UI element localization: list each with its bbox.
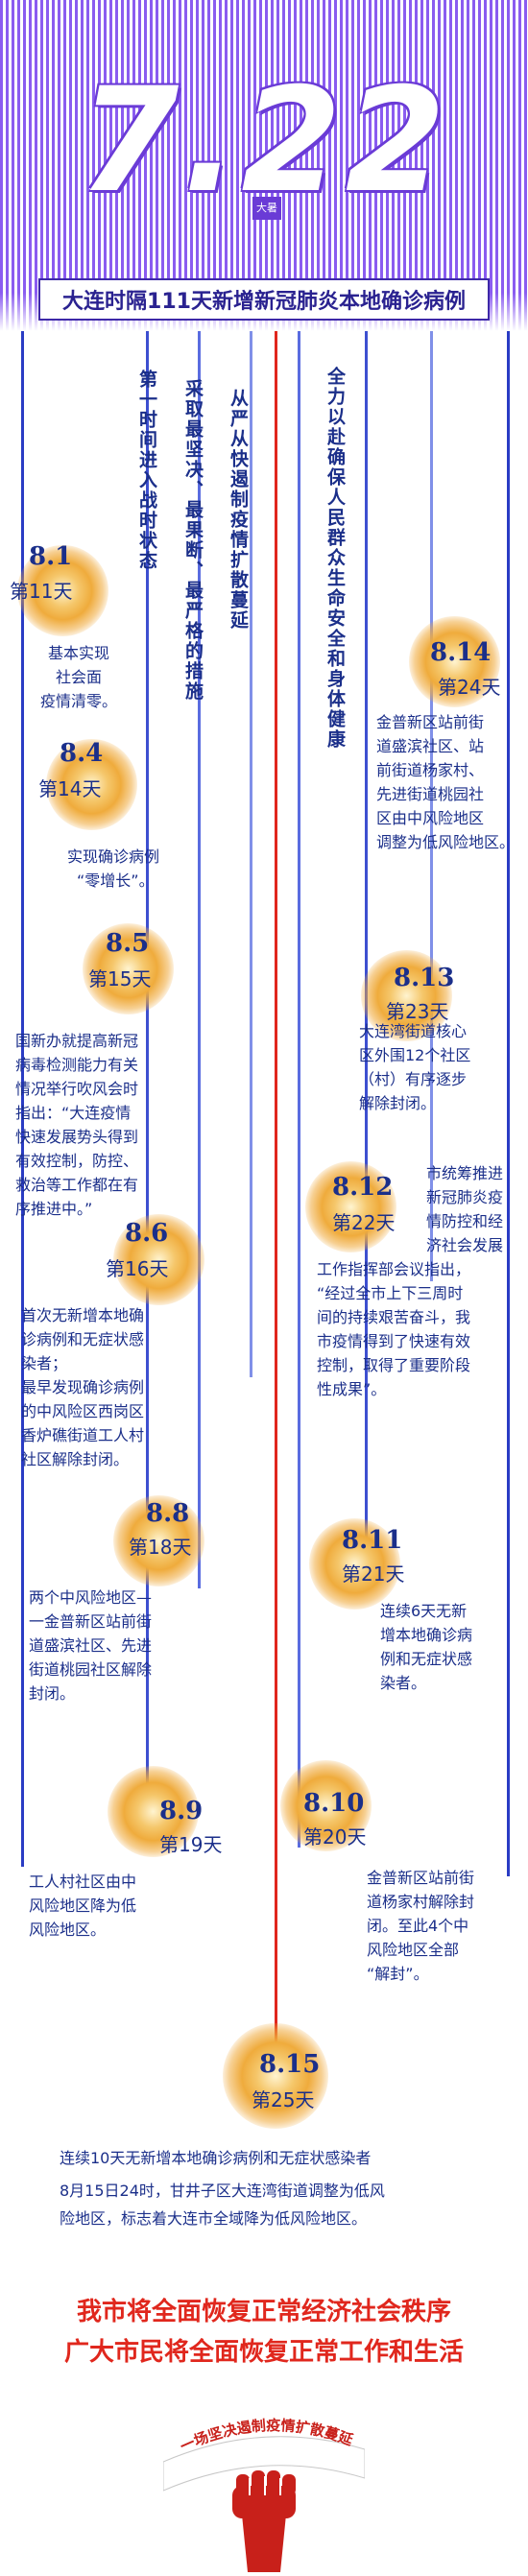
page-title: 大连时隔111天新增新冠肺炎本地确诊病例 bbox=[62, 290, 466, 314]
event-day: 第18天 bbox=[129, 1536, 192, 1559]
event-date: 8.9 bbox=[159, 1797, 204, 1825]
event-date: 8.12 bbox=[332, 1173, 394, 1202]
event-desc-8-8: 两个中风险地区— 一金普新区站前街 道盛滨社区、先进 街道桃园社区解除 封闭。 bbox=[29, 1588, 153, 1703]
raised-fist-illustration: 一场坚决遏制疫情扩散蔓延的阻击战 bbox=[163, 2371, 365, 2572]
timeline-line-4 bbox=[298, 331, 300, 1848]
event-date: 8.15 bbox=[259, 2050, 321, 2079]
event-day: 第11天 bbox=[10, 580, 73, 603]
event-day: 第14天 bbox=[38, 777, 102, 800]
event-day: 第22天 bbox=[332, 1211, 396, 1234]
event-node-8-11 bbox=[309, 1518, 400, 1610]
timeline-line-3 bbox=[250, 331, 252, 1377]
timeline-line-6 bbox=[430, 331, 433, 1281]
event-date: 8.13 bbox=[394, 964, 455, 992]
event-desc-8-10: 金普新区站前街 道杨家村解除封 闭。至此4个中 风险地区全部 “解封”。 bbox=[367, 1869, 475, 1983]
solar-term-badge: 大暑 bbox=[252, 197, 281, 220]
event-desc-8-9: 工人村社区由中 风险地区降为低 风险地区。 bbox=[29, 1872, 137, 1939]
timeline-line-5 bbox=[365, 331, 368, 1569]
event-date: 8.4 bbox=[60, 739, 104, 768]
event-node-8-6 bbox=[113, 1214, 204, 1305]
event-desc-8-6: 首次无新增本地确 诊病例和无症状感 染者； 最早发现确诊病例 的中风险区西岗区 … bbox=[21, 1306, 145, 1468]
event-date: 8.14 bbox=[430, 638, 492, 667]
slogan-line-2: 广大市民将全面恢复正常工作和生活 bbox=[63, 2338, 464, 2367]
event-node-8-9 bbox=[108, 1766, 199, 1857]
event-node-8-8 bbox=[113, 1495, 204, 1586]
column-heading-2: 采取最坚决、最果断、最严格的措施 bbox=[182, 379, 204, 702]
event-node-8-1 bbox=[17, 545, 108, 636]
event-node-8-5 bbox=[83, 923, 174, 1014]
title-bar: 大连时隔111天新增新冠肺炎本地确诊病例 bbox=[38, 278, 490, 321]
event-day: 第20天 bbox=[303, 1825, 367, 1849]
column-heading-1: 第一时间进入战时状态 bbox=[136, 370, 157, 571]
event-day: 第25天 bbox=[252, 2088, 315, 2111]
event-desc-8-15: 连续10天无新增本地确诊病例和无症状感染者 8月15日24时，甘井子区大连湾街道… bbox=[60, 2149, 385, 2228]
event-date: 8.1 bbox=[29, 542, 73, 571]
event-node-8-12 bbox=[305, 1161, 396, 1252]
event-date: 8.5 bbox=[106, 929, 150, 958]
event-desc-8-14: 金普新区站前街 道盛滨社区、站 前街道杨家村、 先进街道桃园社 区由中风险地区 … bbox=[376, 713, 516, 851]
timeline-line-left bbox=[21, 331, 24, 1867]
slogan-line-1: 我市将全面恢复正常经济社会秩序 bbox=[76, 2298, 451, 2326]
event-desc-8-1: 基本实现 社会面 疫情清零。 bbox=[40, 644, 118, 710]
event-node-8-15 bbox=[223, 2023, 328, 2129]
event-date: 8.11 bbox=[342, 1526, 403, 1555]
event-date: 8.6 bbox=[125, 1219, 169, 1248]
timeline-line-1 bbox=[146, 331, 149, 1800]
event-date: 8.10 bbox=[303, 1789, 365, 1818]
event-desc-8-12: 工作指挥部会议指出， “经过全市上下三周时 间的持续艰苦奋斗，我 市疫情得到了快… bbox=[317, 1260, 471, 1398]
timeline-line-right bbox=[507, 331, 510, 1876]
event-desc-8-12-side: 市统筹推进 新冠肺炎疫 情防控和经 济社会发展 bbox=[426, 1164, 504, 1254]
column-heading-3: 从严从快遏制疫情扩散蔓延 bbox=[228, 389, 249, 631]
event-desc-8-11: 连续6天无新 增本地确诊病 例和无症状感 染者。 bbox=[380, 1602, 473, 1692]
event-day: 第15天 bbox=[88, 967, 152, 990]
event-node-8-14 bbox=[409, 616, 500, 707]
timeline-line-center bbox=[275, 331, 277, 2068]
timeline-line-2 bbox=[198, 331, 201, 1588]
event-day: 第21天 bbox=[342, 1562, 405, 1586]
header-banner: 7.22 大暑 大连时隔111天新增新冠肺炎本地确诊病例 bbox=[0, 0, 528, 331]
event-date: 8.8 bbox=[146, 1499, 190, 1528]
event-node-8-4 bbox=[46, 739, 137, 830]
column-heading-4: 全力以赴确保人民群众生命安全和身体健康 bbox=[324, 367, 346, 750]
event-desc-8-4: 实现确诊病例 “零增长”。 bbox=[67, 847, 160, 890]
event-day: 第24天 bbox=[438, 676, 501, 699]
event-desc-8-5: 国新办就提高新冠 病毒检测能力有关 情况举行吹风会时 指出：“大连疫情 快速发展… bbox=[15, 1032, 139, 1218]
event-node-8-10 bbox=[280, 1760, 372, 1851]
event-day: 第16天 bbox=[106, 1257, 169, 1280]
event-day: 第23天 bbox=[386, 1000, 449, 1023]
event-node-8-13 bbox=[361, 950, 452, 1041]
event-desc-8-13: 大连湾街道核心 区外围12个社区 （村）有序逐步 解除封闭。 bbox=[359, 1022, 471, 1112]
event-day: 第19天 bbox=[159, 1833, 223, 1856]
